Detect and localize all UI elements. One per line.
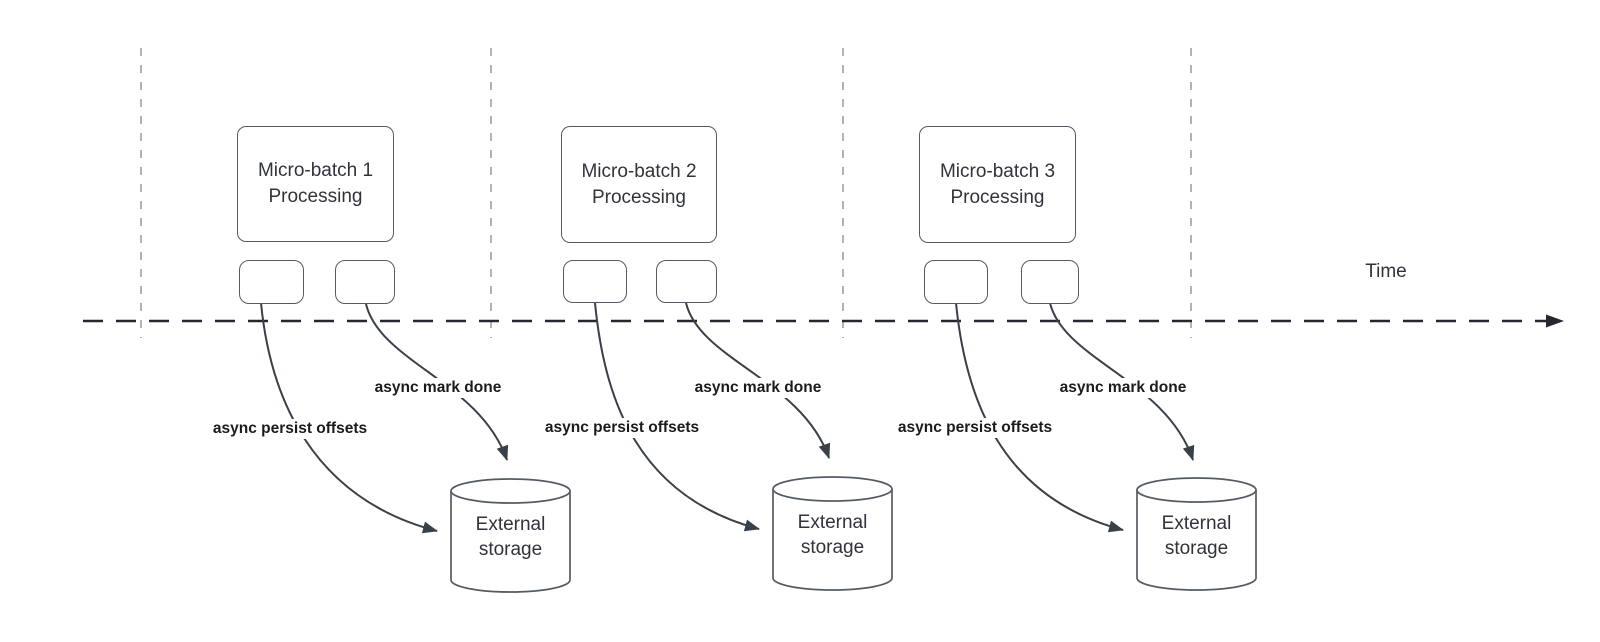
- mark-done-edge-label-3: async mark done: [1056, 378, 1190, 398]
- persist-task-box-3: [924, 260, 988, 304]
- mark-done-task-box-2: [656, 260, 717, 303]
- micro-batch-2-processing-box: Micro-batch 2 Processing: [561, 126, 717, 243]
- persist-offsets-arrow-1: [260, 302, 438, 534]
- external-storage-label-1: External storage: [451, 507, 570, 567]
- micro-batch-1-processing-label: Micro-batch 1 Processing: [258, 158, 373, 210]
- storage-cylinder-body-2: [772, 489, 893, 591]
- external-storage-3-line1: External: [1161, 513, 1232, 534]
- micro-batch-3-label-line1: Micro-batch 3: [939, 160, 1056, 182]
- external-storage-1-line2: storage: [478, 539, 543, 560]
- micro-batch-2-label-line2: Processing: [591, 186, 686, 208]
- time-axis-label: Time: [1365, 261, 1407, 282]
- external-storage-label-3: External storage: [1137, 506, 1256, 566]
- persist-task-box-2: [563, 260, 627, 303]
- persist-offsets-edge-label-3: async persist offsets: [894, 418, 1056, 438]
- micro-batch-2-processing-label: Micro-batch 2 Processing: [581, 159, 696, 211]
- micro-batch-1-label-line1: Micro-batch 1: [257, 160, 374, 181]
- mark-done-arrow-2: [685, 302, 831, 459]
- external-storage-2-line1: External: [797, 512, 868, 533]
- mark-done-task-box-3: [1021, 260, 1079, 304]
- mark-done-task-box-1: [335, 260, 395, 304]
- external-storage-label-2: External storage: [773, 505, 892, 565]
- external-storage-2-line2: storage: [800, 537, 865, 558]
- mark-done-edge-label-2: async mark done: [691, 378, 825, 398]
- storage-cylinder-top-3: [1136, 477, 1257, 503]
- persist-offsets-edge-label-1: async persist offsets: [209, 419, 371, 439]
- storage-cylinder-3: [1136, 477, 1257, 591]
- storage-cylinder-2: [772, 476, 893, 591]
- persist-offsets-arrow-2: [594, 302, 760, 532]
- micro-batch-3-processing-label: Micro-batch 3 Processing: [940, 159, 1055, 211]
- micro-batch-3-label-line2: Processing: [950, 186, 1045, 208]
- persist-task-box-1: [239, 260, 304, 304]
- external-storage-1-line1: External: [475, 514, 546, 535]
- micro-batch-1-label-line2: Processing: [268, 186, 363, 207]
- storage-cylinder-1: [450, 478, 571, 593]
- external-storage-3-line2: storage: [1164, 538, 1229, 559]
- persist-offsets-edge-label-2: async persist offsets: [541, 418, 703, 438]
- storage-cylinder-body-3: [1136, 490, 1257, 591]
- storage-cylinder-top-2: [772, 476, 893, 502]
- micro-batch-3-processing-box: Micro-batch 3 Processing: [919, 126, 1076, 243]
- persist-offsets-arrow-3: [955, 302, 1124, 533]
- micro-batch-2-label-line1: Micro-batch 2: [581, 160, 697, 182]
- storage-cylinder-body-1: [450, 491, 571, 593]
- storage-cylinder-top-1: [450, 478, 571, 504]
- mark-done-arrow-3: [1049, 302, 1195, 461]
- mark-done-edge-label-1: async mark done: [371, 378, 505, 398]
- micro-batch-1-processing-box: Micro-batch 1 Processing: [237, 126, 394, 242]
- mark-done-arrow-1: [365, 303, 509, 461]
